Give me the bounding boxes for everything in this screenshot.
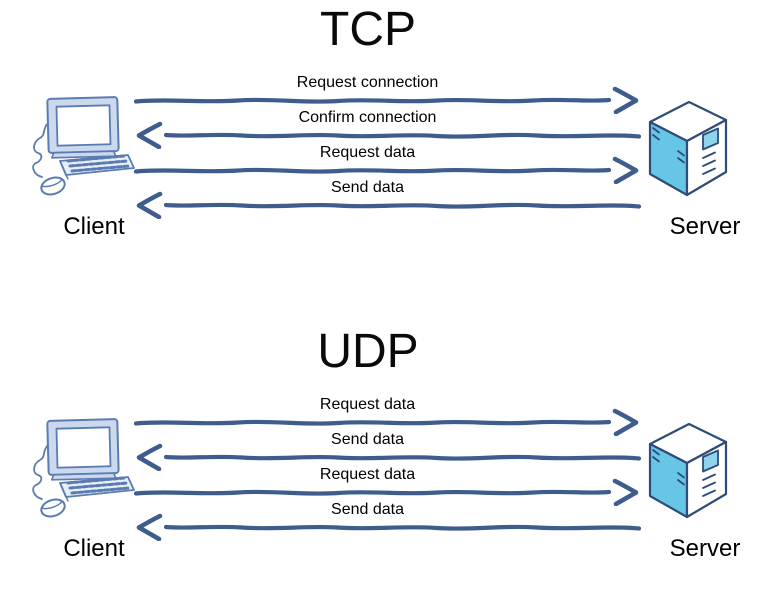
tcp-section: TCP xyxy=(0,0,772,270)
message-arrow xyxy=(133,86,642,114)
message-label: Send data xyxy=(331,501,404,518)
message-arrow xyxy=(133,191,642,219)
message-label: Request data xyxy=(319,396,416,413)
message-label: Request data xyxy=(319,466,416,483)
message-label: Request connection xyxy=(296,74,439,91)
section-title: UDP xyxy=(317,325,419,378)
client-computer-icon xyxy=(28,413,140,523)
message-label: Request data xyxy=(319,144,416,161)
message-arrow xyxy=(133,443,642,471)
client-label: Client xyxy=(63,535,125,562)
section-title: TCP xyxy=(320,3,416,56)
message-arrow xyxy=(133,121,642,149)
udp-section: UDP xyxy=(0,322,772,591)
server-label: Server xyxy=(669,535,741,562)
client-computer-icon xyxy=(28,91,140,201)
client-label: Client xyxy=(63,213,125,240)
message-arrow xyxy=(133,156,642,184)
message-arrow xyxy=(133,478,642,506)
message-arrow xyxy=(133,513,642,541)
server-tower-icon xyxy=(644,95,740,199)
message-label: Send data xyxy=(331,179,404,196)
message-label: Send data xyxy=(331,431,404,448)
message-arrow xyxy=(133,408,642,436)
message-label: Confirm connection xyxy=(298,109,437,126)
server-tower-icon xyxy=(644,417,740,521)
server-label: Server xyxy=(669,213,741,240)
